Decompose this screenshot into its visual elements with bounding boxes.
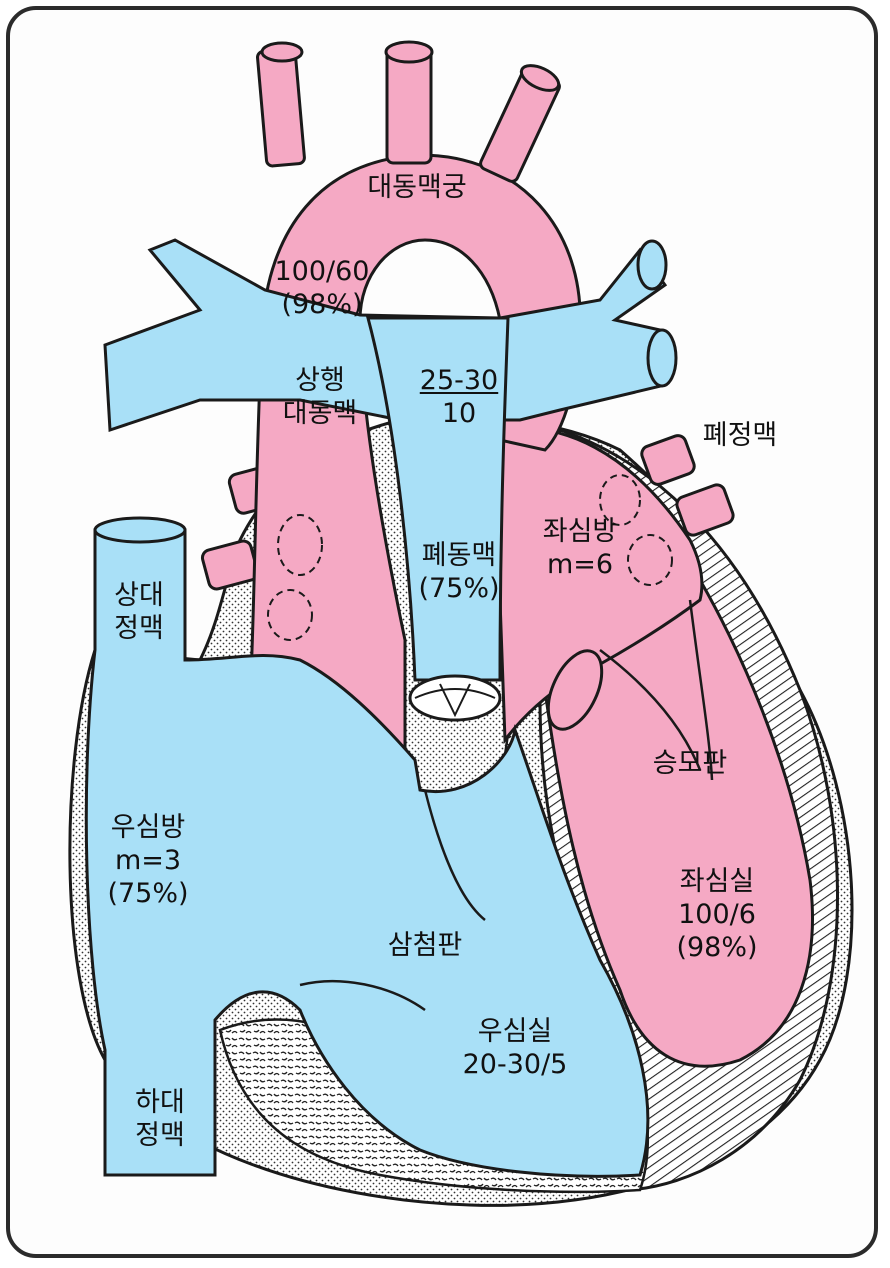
aorta-values: 100/60 (98%) xyxy=(275,256,370,322)
ascending-aorta-label: 상행 대동맥 xyxy=(283,365,358,431)
lpa-end-1 xyxy=(638,241,666,289)
aortic-branch-1-end xyxy=(262,43,302,61)
aortic-branch-2-end xyxy=(386,42,432,62)
left-atrium-label: 좌심방 m=6 xyxy=(543,516,618,582)
aortic-branch-1 xyxy=(257,49,305,167)
pulmonary-artery-pressure: 25-30 10 xyxy=(420,365,498,431)
aortic-arch-label: 대동맥궁 xyxy=(367,172,466,205)
svc-opening xyxy=(95,518,185,542)
mitral-valve-label: 승모판 xyxy=(653,748,728,781)
ivc-label: 하대 정맥 xyxy=(135,1087,185,1153)
svc-label: 상대 정맥 xyxy=(114,580,164,646)
tricuspid-valve-label: 삼첨판 xyxy=(388,930,463,963)
lpa-end-2 xyxy=(648,330,676,386)
pulmonary-vein-2 xyxy=(675,483,736,538)
aortic-branch-2 xyxy=(387,48,431,163)
pulmonary-veins-label: 폐정맥 xyxy=(703,420,778,453)
pulmonary-artery-label: 폐동맥 (75%) xyxy=(418,540,499,606)
right-atrium-label: 우심방 m=3 (75%) xyxy=(107,812,188,911)
left-ventricle-label: 좌심실 100/6 (98%) xyxy=(676,866,757,965)
right-ventricle-label: 우심실 20-30/5 xyxy=(463,1016,568,1082)
